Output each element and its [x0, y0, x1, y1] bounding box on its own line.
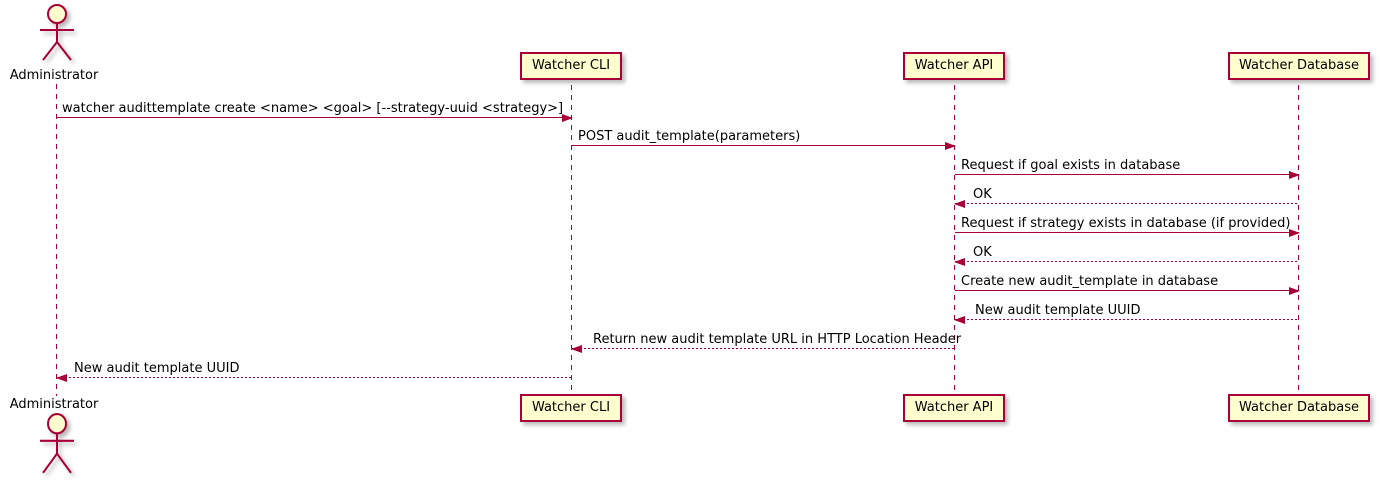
participant-watcher-cli-bottom: Watcher CLI [520, 394, 622, 422]
lifeline-watcher-cli [571, 85, 572, 394]
arrowhead-icon [571, 345, 582, 353]
message-label: Request if goal exists in database [961, 158, 1181, 173]
participant-watcher-database-bottom: Watcher Database [1228, 394, 1370, 422]
lifeline-watcher-database [1298, 85, 1299, 394]
message-label: Return new audit template URL in HTTP Lo… [593, 332, 962, 347]
arrowhead-icon [954, 316, 965, 324]
message-5: Request if strategy exists in database (… [955, 216, 1300, 237]
message-line [955, 319, 1299, 320]
message-line [57, 377, 572, 378]
actor-icon [40, 413, 74, 474]
arrowhead-icon [954, 258, 965, 266]
participant-watcher-api-bottom: Watcher API [903, 394, 1005, 422]
message-line [955, 261, 1299, 262]
message-line [955, 290, 1299, 291]
message-label: New audit template UUID [975, 303, 1141, 318]
message-label: watcher audittemplate create <name> <goa… [62, 101, 564, 116]
message-label: OK [973, 245, 992, 260]
message-label: POST audit_template(parameters) [578, 129, 801, 144]
message-line [57, 117, 572, 118]
arrowhead-icon [1289, 287, 1300, 295]
message-line [955, 203, 1299, 204]
message-line [572, 348, 955, 349]
message-1: watcher audittemplate create <name> <goa… [57, 101, 573, 122]
message-6: OK [954, 245, 1299, 266]
arrowhead-icon [945, 142, 956, 150]
arrowhead-icon [562, 114, 573, 122]
message-label: Create new audit_template in database [961, 274, 1219, 289]
message-3: Request if goal exists in database [955, 158, 1300, 179]
participant-watcher-cli-top: Watcher CLI [520, 52, 622, 80]
message-line [955, 232, 1299, 233]
message-8: New audit template UUID [954, 303, 1299, 324]
arrowhead-icon [1289, 171, 1300, 179]
message-2: POST audit_template(parameters) [572, 129, 956, 150]
message-line [572, 145, 955, 146]
message-4: OK [954, 187, 1299, 208]
arrowhead-icon [1289, 229, 1300, 237]
message-line [955, 174, 1299, 175]
message-10: New audit template UUID [56, 361, 572, 382]
message-9: Return new audit template URL in HTTP Lo… [571, 332, 961, 353]
message-label: OK [973, 187, 992, 202]
message-7: Create new audit_template in database [955, 274, 1300, 295]
participant-watcher-database-top: Watcher Database [1228, 52, 1370, 80]
lifeline-watcher-api [954, 85, 955, 394]
lifeline-administrator [56, 84, 57, 396]
actor-label-administrator-bottom: Administrator [9, 397, 99, 412]
arrowhead-icon [56, 374, 67, 382]
participant-watcher-api-top: Watcher API [903, 52, 1005, 80]
message-label: New audit template UUID [74, 361, 240, 376]
actor-icon [40, 4, 74, 61]
arrowhead-icon [954, 200, 965, 208]
message-label: Request if strategy exists in database (… [961, 216, 1291, 231]
actor-label-administrator-top: Administrator [9, 68, 99, 83]
